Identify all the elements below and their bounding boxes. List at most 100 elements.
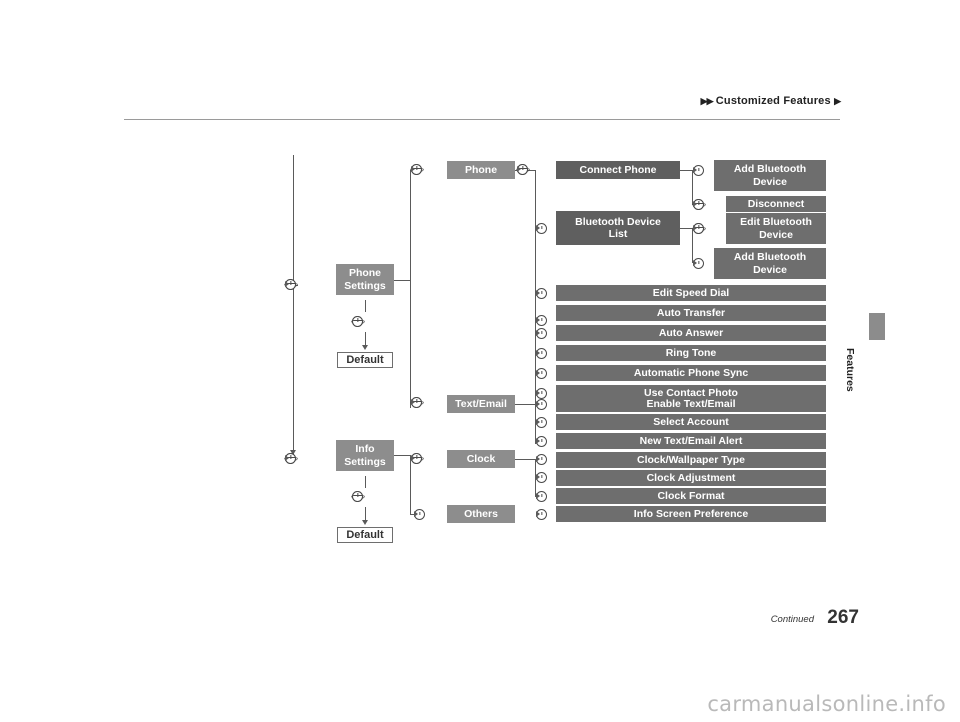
arrow-icon: [536, 438, 540, 444]
trunk-connect-phone-children: [692, 170, 693, 205]
wide-knob-6: [536, 398, 547, 410]
clock-to-trunk: [515, 459, 535, 460]
wide-knob-0: [536, 287, 547, 299]
wide-knob-8: [536, 435, 547, 447]
node-edit-speed-dial[interactable]: Edit Speed Dial: [556, 285, 826, 301]
phone-default-line-bottom: [365, 332, 366, 347]
trunk-phone-children: [535, 170, 536, 444]
page-number: 267: [827, 607, 859, 628]
push-knob-icon: [351, 490, 366, 502]
wide-knob-1: [536, 314, 547, 326]
info-settings-knob-group: [284, 452, 299, 464]
node-automatic-phone-sync[interactable]: Automatic Phone Sync: [556, 365, 826, 381]
wide-knob-12: [536, 508, 547, 520]
section-tab-marker: [869, 313, 885, 340]
node-auto-answer[interactable]: Auto Answer: [556, 325, 826, 341]
bt-list-to-trunk: [680, 228, 692, 229]
bt-list-knob-group: [536, 222, 547, 234]
arrow-icon: [536, 493, 540, 499]
trunk-bt-list-children: [692, 228, 693, 263]
wide-knob-10: [536, 471, 547, 483]
node-disconnect[interactable]: Disconnect: [726, 196, 826, 212]
info-default-line-bottom: [365, 507, 366, 521]
text-email-to-trunk: [515, 404, 535, 405]
add-bt-1-knob-group: [693, 164, 704, 176]
others-knob-group: [414, 508, 425, 520]
node-default-phone[interactable]: Default: [337, 352, 393, 368]
node-text-email[interactable]: Text/Email: [447, 395, 515, 413]
header-arrow-left: ▶▶: [700, 96, 714, 106]
arrow-icon: [285, 281, 289, 287]
clock-knob-group: [410, 452, 425, 464]
node-bluetooth-device-list[interactable]: Bluetooth Device List: [556, 211, 680, 245]
node-clock-format[interactable]: Clock Format: [556, 488, 826, 504]
arrow-icon: [693, 260, 697, 266]
node-default-info[interactable]: Default: [337, 527, 393, 543]
wide-knob-2: [536, 327, 547, 339]
node-others[interactable]: Others: [447, 505, 515, 523]
footer-continued: Continued: [770, 614, 814, 625]
node-clock-adjustment[interactable]: Clock Adjustment: [556, 470, 826, 486]
node-add-bluetooth-device-1[interactable]: Add Bluetooth Device: [714, 160, 826, 191]
arrow-icon: [536, 419, 540, 425]
node-select-account[interactable]: Select Account: [556, 414, 826, 430]
node-info-screen-preference[interactable]: Info Screen Preference: [556, 506, 826, 522]
phone-default-arrow: [361, 345, 368, 350]
arrow-icon: [536, 390, 540, 396]
arrow-icon: [536, 401, 540, 407]
node-connect-phone[interactable]: Connect Phone: [556, 161, 680, 179]
wide-knob-4: [536, 367, 547, 379]
connect-phone-knob-group: [516, 163, 531, 175]
info-default-line-top: [365, 476, 366, 488]
header-title-text: Customized Features: [715, 95, 831, 107]
spine-vertical-line: [293, 155, 294, 455]
connect-phone-to-trunk: [680, 170, 692, 171]
page-header-title: ▶▶ Customized Features ▶: [700, 95, 841, 107]
add-bt-2-knob-group: [693, 257, 704, 269]
node-new-text-email-alert[interactable]: New Text/Email Alert: [556, 433, 826, 449]
trunk-connect-phone-settings: [394, 280, 410, 281]
trunk-connect-info-settings: [394, 455, 410, 456]
push-knob-icon: [351, 315, 366, 327]
arrow-icon: [536, 290, 540, 296]
phone-knob-group: [410, 163, 425, 175]
node-phone-settings[interactable]: Phone Settings: [336, 264, 394, 295]
arrow-icon: [536, 474, 540, 480]
node-enable-text-email[interactable]: Enable Text/Email: [556, 396, 826, 412]
node-edit-bluetooth-device[interactable]: Edit Bluetooth Device: [726, 213, 826, 244]
node-clock-wallpaper-type[interactable]: Clock/Wallpaper Type: [556, 452, 826, 468]
text-email-knob-group: [410, 396, 425, 408]
arrow-icon: [411, 399, 415, 405]
arrow-icon: [414, 511, 418, 517]
arrow-icon: [536, 370, 540, 376]
arrow-icon: [536, 456, 540, 462]
wide-knob-11: [536, 490, 547, 502]
trunk-phone-settings: [410, 170, 411, 408]
arrow-icon: [517, 166, 521, 172]
arrow-icon: [411, 455, 415, 461]
arrow-icon: [536, 225, 540, 231]
node-ring-tone[interactable]: Ring Tone: [556, 345, 826, 361]
node-phone[interactable]: Phone: [447, 161, 515, 179]
header-arrow-right: ▶: [834, 96, 841, 106]
wide-knob-3: [536, 347, 547, 359]
arrow-icon: [536, 330, 540, 336]
info-default-arrow: [361, 520, 368, 525]
header-divider: [124, 119, 840, 120]
arrow-icon: [536, 317, 540, 323]
node-add-bluetooth-device-2[interactable]: Add Bluetooth Device: [714, 248, 826, 279]
node-clock[interactable]: Clock: [447, 450, 515, 468]
disconnect-knob-group: [692, 198, 707, 210]
arrow-icon: [693, 225, 697, 231]
arrow-icon: [536, 350, 540, 356]
arrow-icon: [693, 201, 697, 207]
node-auto-transfer[interactable]: Auto Transfer: [556, 305, 826, 321]
trunk-info-settings: [410, 455, 411, 515]
node-info-settings[interactable]: Info Settings: [336, 440, 394, 471]
arrow-icon: [411, 166, 415, 172]
wide-knob-7: [536, 416, 547, 428]
wide-knob-9: [536, 453, 547, 465]
arrow-icon: [285, 455, 289, 461]
arrow-icon: [693, 167, 697, 173]
